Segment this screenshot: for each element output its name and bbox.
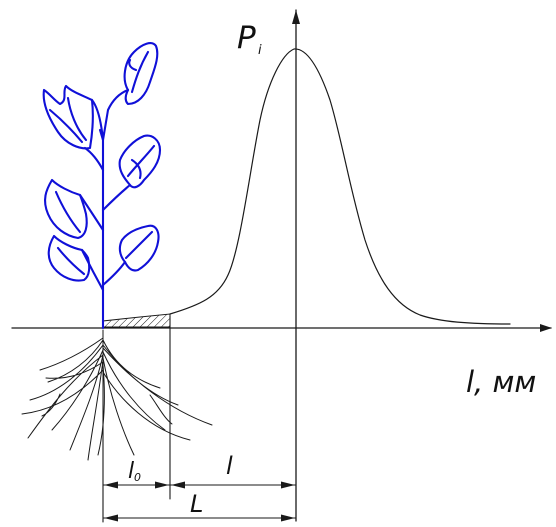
dim-l0-arrow-right-icon: [155, 481, 169, 489]
y-axis-label: P i: [237, 20, 262, 58]
dim-L-arrow-left-icon: [104, 514, 118, 522]
y-axis-label-main: P: [237, 20, 256, 56]
dim-l0-label: l 0: [128, 459, 141, 484]
plant-roots: [21, 329, 213, 471]
dim-L-label: L: [190, 490, 203, 518]
hatched-region: [102, 313, 171, 328]
x-axis-label: l, мм: [466, 365, 536, 399]
y-axis-label-subscript: i: [258, 43, 262, 58]
distribution-curve: [169, 48, 511, 325]
dim-l-arrow-right-icon: [281, 481, 295, 489]
dim-l0-arrow-left-icon: [104, 481, 118, 489]
plant-leaf-top-right: [123, 42, 159, 106]
x-axis-arrow-icon: [540, 324, 552, 332]
dimension-lines: [102, 419, 297, 523]
plant-leaf-lower-left: [47, 234, 91, 282]
dim-l0-label-main: l: [128, 459, 134, 484]
plant-leaf-mid-right: [118, 134, 162, 189]
y-axis-arrow-icon: [292, 10, 300, 24]
dim-L-arrow-right-icon: [281, 514, 295, 522]
plant-leaf-mid-left: [43, 178, 88, 240]
plant-shoot: [42, 42, 162, 330]
plant-branches: [78, 146, 132, 292]
dim-l0-label-subscript: 0: [134, 471, 141, 484]
svg-text:P: P: [237, 20, 256, 56]
plant-stem-upper: [90, 88, 130, 142]
dim-l-arrow-left-icon: [171, 481, 185, 489]
plant-leaf-top-left: [42, 84, 94, 150]
dim-l-label: l: [226, 452, 233, 480]
axes: [11, 9, 552, 522]
plant-leaf-lower-right: [118, 224, 160, 272]
